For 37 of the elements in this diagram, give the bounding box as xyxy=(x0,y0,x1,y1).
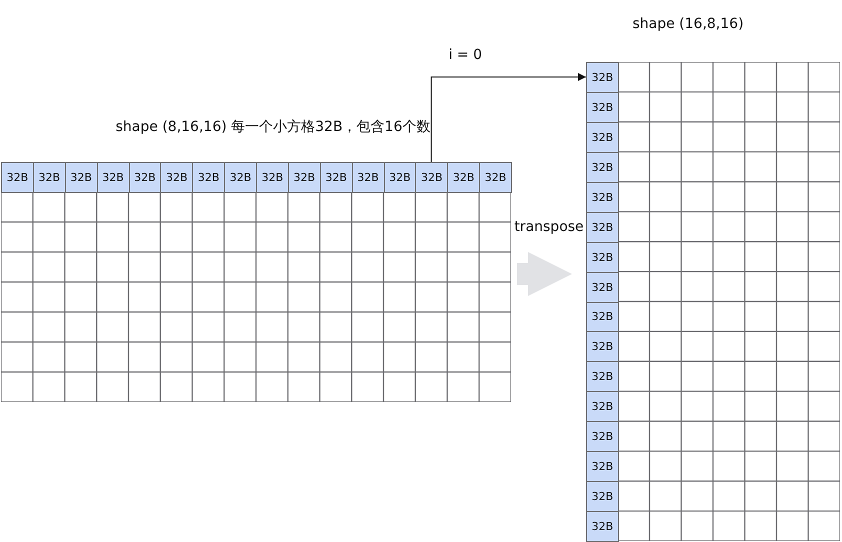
table-cell: 32B xyxy=(586,272,619,302)
table-cell: 32B xyxy=(586,331,619,362)
table-cell: 32B xyxy=(586,361,619,392)
table-cell: 32B xyxy=(192,162,226,193)
table-cell: 32B xyxy=(586,391,619,422)
table-cell: 32B xyxy=(32,162,66,193)
grid-heading: shape (16,8,16) xyxy=(632,16,744,32)
table-cell: 32B xyxy=(586,481,619,512)
edge-label: transpose xyxy=(512,219,586,235)
block-arrow xyxy=(517,252,572,296)
table-cell: 32B xyxy=(586,511,619,542)
table-cell: 32B xyxy=(586,152,619,183)
table-cell: 32B xyxy=(1,162,34,193)
table-cell: 32B xyxy=(586,242,619,273)
table-cell: 32B xyxy=(128,162,162,193)
table-cell: 32B xyxy=(586,421,619,452)
table-cell: 32B xyxy=(384,162,416,193)
table-cell: 32B xyxy=(447,162,480,193)
table-cell: 32B xyxy=(288,162,321,193)
table-cell: 32B xyxy=(586,451,619,482)
table-cell: 32B xyxy=(586,122,619,153)
table-cell: 32B xyxy=(479,162,512,193)
table-cell: 32B xyxy=(586,302,619,332)
table-cell: 32B xyxy=(352,162,384,193)
table-cell: 32B xyxy=(160,162,194,193)
table-cell: 32B xyxy=(415,162,448,193)
table-cell: 32B xyxy=(586,62,619,93)
table-cell: 32B xyxy=(586,212,619,243)
table-cell: 32B xyxy=(64,162,98,193)
arrow xyxy=(430,72,586,162)
table-cell: 32B xyxy=(320,162,353,193)
grid-heading: shape (8,16,16) 每一个小方格32B，包含16个数 xyxy=(116,118,430,136)
table-cell: 32B xyxy=(586,92,619,123)
table-cell: 32B xyxy=(96,162,130,193)
table-cell: 32B xyxy=(586,182,619,213)
table-cell: 32B xyxy=(256,162,289,193)
table-cell: 32B xyxy=(224,162,257,193)
